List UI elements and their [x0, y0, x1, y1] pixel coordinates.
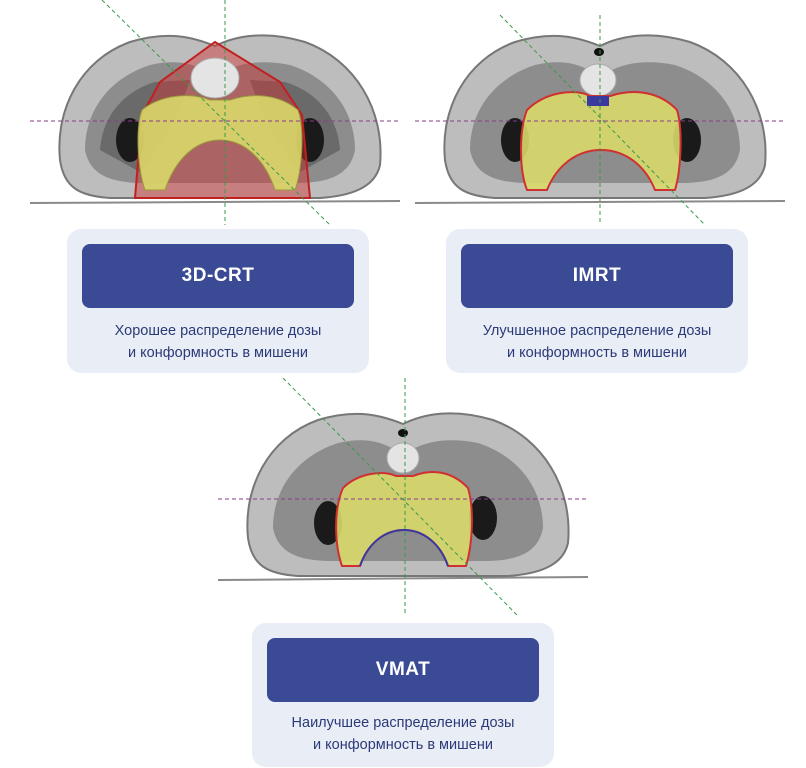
description-line-2: и конформность в мишени [507, 345, 687, 361]
ct-scan-imrt [415, 14, 785, 226]
card-imrt: IMRT Улучшенное распределение дозы и кон… [446, 229, 748, 373]
ct-scan-vmat [218, 378, 588, 617]
description-line-2: и конформность в мишени [313, 737, 493, 753]
card-3dcrt: 3D-CRT Хорошее распределение дозы и конф… [67, 229, 369, 373]
description-line-2: и конформность в мишени [128, 345, 308, 361]
description-line-1: Улучшенное распределение дозы [482, 323, 712, 339]
description-line-1: Наилучшее распределение дозы [291, 715, 515, 731]
description-line-1: Хорошее распределение дозы [114, 323, 322, 339]
ct-scan-3dcrt [30, 0, 400, 226]
card-vmat: VMAT Наилучшее распределение дозы и конф… [252, 623, 554, 767]
title-badge: VMAT [267, 638, 539, 702]
title-badge: IMRT [461, 244, 733, 308]
title-badge: 3D-CRT [82, 244, 354, 308]
